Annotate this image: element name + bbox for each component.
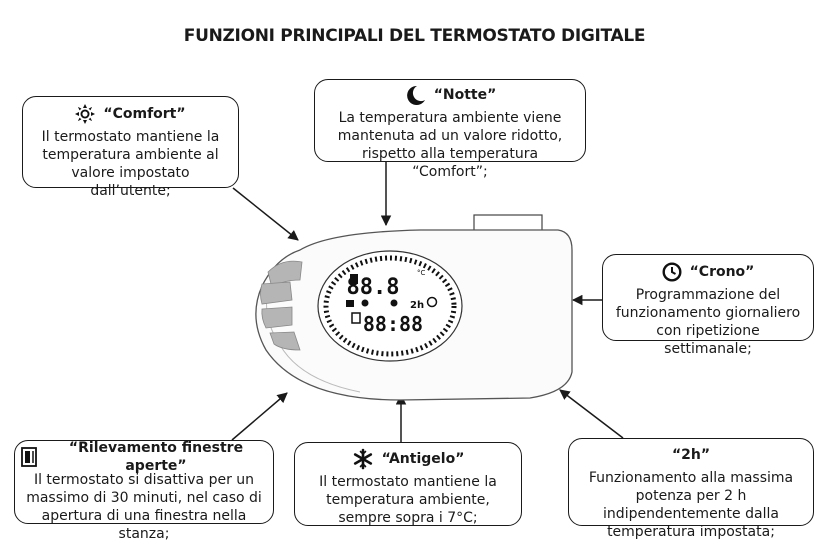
crono-box: “Crono” Programmazione del funzionamento… bbox=[602, 254, 814, 357]
side-button-2 bbox=[260, 281, 293, 305]
comfort-arrow bbox=[232, 187, 299, 241]
side-button-4 bbox=[269, 331, 301, 351]
notte-box: “Notte” La temperatura ambiente viene ma… bbox=[314, 79, 586, 180]
snowflake-icon bbox=[352, 448, 374, 470]
finestre-box: “Rilevamento finestre aperte” Il termost… bbox=[14, 440, 274, 542]
2h-box: “2h” Funzionamento alla massima potenza … bbox=[568, 438, 814, 540]
side-button-3 bbox=[261, 306, 293, 329]
antigelo-label: “Antigelo” bbox=[381, 451, 465, 467]
crono-label: “Crono” bbox=[689, 264, 755, 280]
comfort-box: “Comfort” Il termostato mantiene la temp… bbox=[22, 96, 239, 199]
antigelo-box: “Antigelo” Il termostato mantiene la tem… bbox=[294, 442, 522, 526]
page-title: FUNZIONI PRINCIPALI DEL TERMOSTATO DIGIT… bbox=[183, 26, 646, 46]
clock-icon bbox=[662, 262, 682, 282]
finestre-arrow bbox=[231, 392, 288, 441]
finestre-text: Il termostato si disattiva per un massim… bbox=[26, 472, 262, 542]
display-unit: °C bbox=[417, 269, 426, 277]
display-small-icons bbox=[346, 274, 438, 324]
antigelo-text: Il termostato mantiene la temperatura am… bbox=[319, 474, 497, 526]
crono-text: Programmazione del funzionamento giornal… bbox=[615, 287, 801, 357]
thermostat-device: 88.8 °C 2h 88:88 bbox=[255, 214, 573, 401]
notte-label: “Notte” bbox=[433, 87, 497, 103]
2h-label: “2h” bbox=[671, 447, 711, 463]
comfort-text: Il termostato mantiene la temperatura am… bbox=[41, 129, 220, 199]
top-connector bbox=[473, 214, 543, 232]
display-2h: 2h bbox=[410, 300, 424, 311]
moon-icon bbox=[404, 84, 426, 106]
sun-icon bbox=[75, 104, 96, 124]
window-icon bbox=[21, 447, 37, 467]
2h-arrow bbox=[559, 389, 624, 439]
2h-text: Funzionamento alla massima potenza per 2… bbox=[588, 470, 794, 540]
display-bottom-digits: 88:88 bbox=[363, 312, 423, 336]
display-ring bbox=[323, 255, 457, 357]
finestre-label: “Rilevamento finestre aperte” bbox=[68, 440, 244, 474]
notte-text: La temperatura ambiente viene mantenuta … bbox=[337, 110, 563, 180]
comfort-label: “Comfort” bbox=[103, 106, 186, 122]
